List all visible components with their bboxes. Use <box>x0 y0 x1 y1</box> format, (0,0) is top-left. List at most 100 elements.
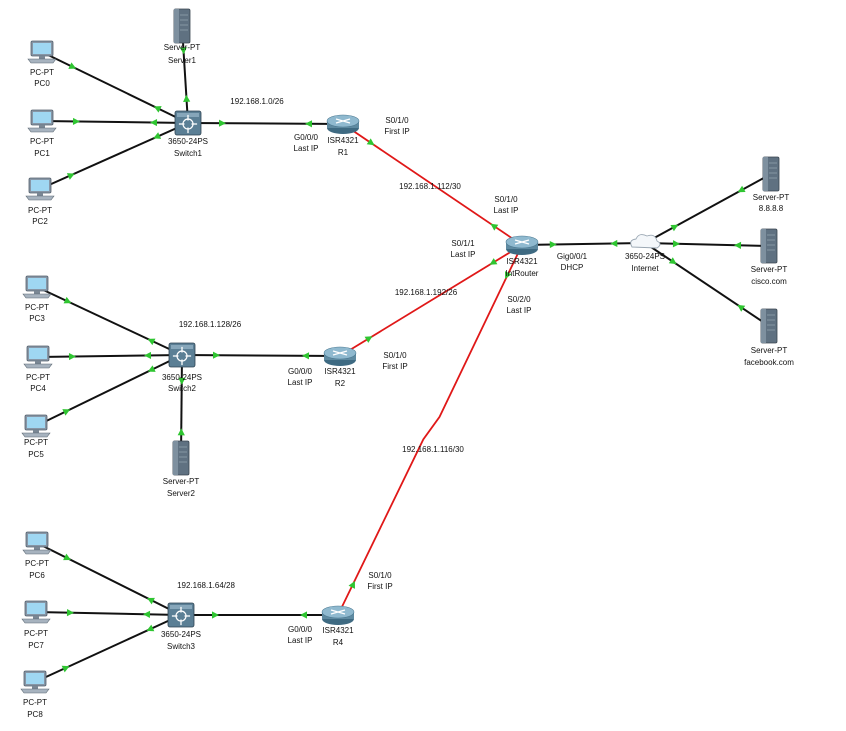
link-light-switch2 <box>178 377 186 385</box>
link-light-pc7 <box>66 609 74 617</box>
link-internet-srvcisco[interactable] <box>644 242 770 247</box>
device-srv8888[interactable]: Server-PT8.8.8.8 <box>753 156 790 213</box>
link-light-srv8888 <box>737 185 746 193</box>
link-light-pc8 <box>61 665 70 673</box>
link-pc8-switch3[interactable] <box>34 614 182 683</box>
device-pc1[interactable]: PC-PT PC1 <box>27 109 57 158</box>
switch-icon <box>174 110 202 136</box>
link-pc7-switch3[interactable] <box>35 611 182 616</box>
link-pc5-switch2[interactable] <box>35 354 183 427</box>
link-pc0-switch1[interactable] <box>41 51 189 124</box>
interface-ip-label: Last IP <box>294 144 319 153</box>
device-pc5[interactable]: PC-PT PC5 <box>21 414 51 459</box>
device-type-label: ISR4321 <box>506 257 538 266</box>
link-light-introuter <box>489 258 498 265</box>
link-r4-introuter[interactable] <box>337 244 523 616</box>
interface-name-label: G0/0/0 <box>294 133 319 142</box>
network-address-label: 192.168.1.64/28 <box>177 581 235 590</box>
interface-ip-label: First IP <box>367 582 392 591</box>
link-light-srvcisco <box>734 241 742 249</box>
link-light-switch2 <box>147 365 156 372</box>
link-light-pc2 <box>66 173 75 180</box>
pc-icon <box>27 40 57 64</box>
interface-name-label: S0/1/0 <box>494 195 518 204</box>
device-type-label: PC-PT <box>30 68 54 77</box>
device-name-label: PC6 <box>29 571 45 580</box>
link-light-introuter <box>505 271 512 279</box>
interface-name-label: Gig0/0/1 <box>557 252 588 261</box>
link-light-pc4 <box>68 352 76 361</box>
network-address-label: 192.168.1.192/26 <box>395 288 458 297</box>
device-type-label: 3650-24PS <box>161 630 201 639</box>
device-type-label: ISR4321 <box>324 367 356 376</box>
devices-layer: Server-PTServer1PC-PTPC0PC-PTPC1PC-PTPC2… <box>20 8 794 719</box>
link-internet-srvfb[interactable] <box>644 242 770 327</box>
network-address-label: 192.168.1.116/30 <box>402 445 464 454</box>
interface-name-label: S0/2/0 <box>507 295 531 304</box>
link-pc3-switch2[interactable] <box>36 286 183 356</box>
server-icon <box>173 8 191 44</box>
link-internet-srv8888[interactable] <box>644 173 772 244</box>
device-name-label: PC5 <box>28 450 44 459</box>
annotation-net2: 192.168.1.128/26 <box>179 320 242 329</box>
link-lights-layer <box>61 47 746 673</box>
link-light-switch3 <box>146 624 155 632</box>
link-pc4-switch2[interactable] <box>37 354 183 358</box>
link-switch2-r2[interactable] <box>181 354 341 357</box>
link-switch1-r1[interactable] <box>187 122 344 125</box>
device-pc6[interactable]: PC-PT PC6 <box>22 531 52 580</box>
device-switch3[interactable]: 3650-24PS Switch3 <box>161 602 201 651</box>
device-type-label: PC-PT <box>25 559 49 568</box>
device-name-label: PC1 <box>34 149 50 158</box>
link-light-switch1 <box>153 132 162 139</box>
network-address-label: 192.168.1.112/30 <box>399 182 461 191</box>
device-type-label: Server-PT <box>751 346 788 355</box>
link-pc1-switch1[interactable] <box>41 120 189 124</box>
device-type-label: Server-PT <box>163 477 200 486</box>
link-light-switch1 <box>183 94 191 103</box>
link-light-switch1 <box>218 119 226 127</box>
link-light-switch2 <box>212 351 220 359</box>
device-type-label: PC-PT <box>26 373 50 382</box>
link-light-switch1 <box>150 118 158 127</box>
link-light-r1 <box>366 138 375 146</box>
device-type-label: PC-PT <box>24 438 48 447</box>
pc-icon <box>23 345 53 369</box>
device-name-label: Switch3 <box>167 642 196 651</box>
link-pc6-switch3[interactable] <box>36 542 182 616</box>
device-type-label: PC-PT <box>30 137 54 146</box>
pc-icon <box>25 177 55 201</box>
router-icon <box>321 605 355 625</box>
link-pc2-switch1[interactable] <box>39 122 189 190</box>
link-light-switch1 <box>153 106 162 113</box>
link-introuter-internet[interactable] <box>521 242 646 246</box>
link-light-internet <box>670 224 679 232</box>
device-type-label: PC-PT <box>23 698 47 707</box>
device-name-label: cisco.com <box>751 277 787 286</box>
interface-ip-label: Last IP <box>494 206 519 215</box>
pc-icon <box>27 109 57 133</box>
